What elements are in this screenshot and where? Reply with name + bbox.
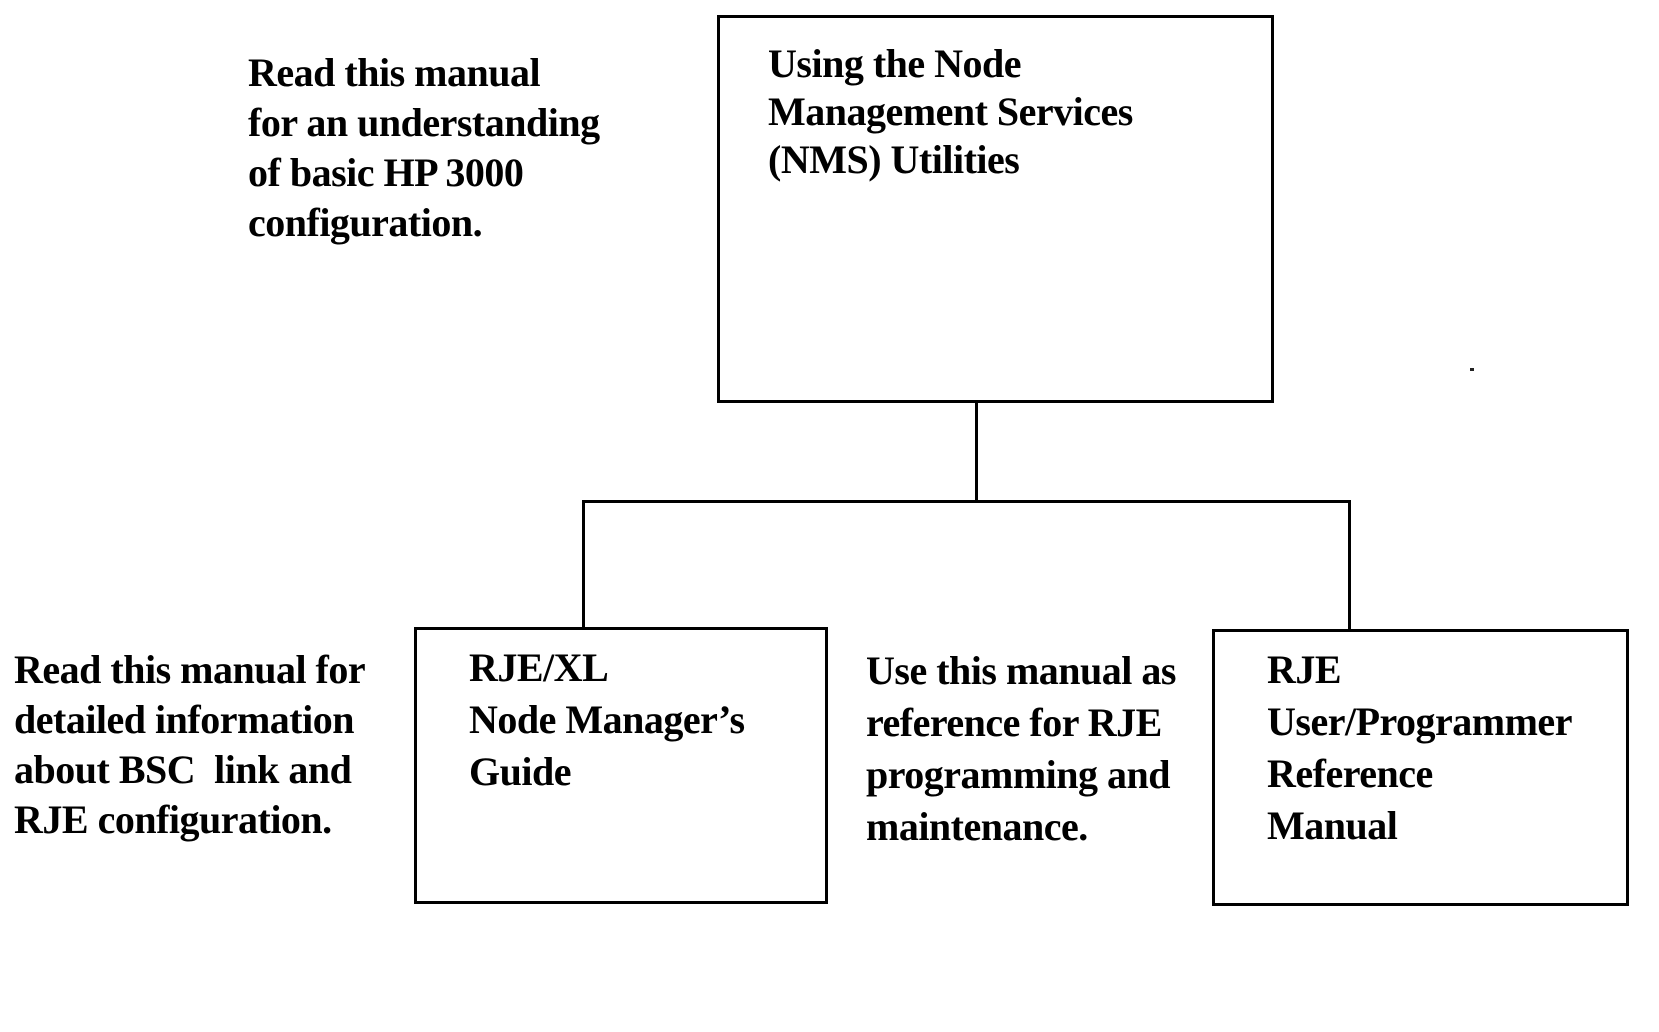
connector-horizontal-branch [582, 500, 1351, 503]
node-title: RJE User/Programmer Reference Manual [1267, 644, 1626, 852]
scan-artifact-dot [1470, 368, 1474, 371]
annotation-line: detailed information [14, 697, 354, 742]
node-title-line: Guide [469, 749, 571, 794]
connector-vertical-from-top-node [975, 403, 978, 503]
connector-vertical-to-right-node [1348, 500, 1351, 630]
node-title-line: User/Programmer [1267, 699, 1572, 744]
annotation-line: Read this manual for [14, 647, 366, 692]
node-title-line: Reference [1267, 751, 1433, 796]
annotation-line: configuration. [248, 200, 483, 245]
node-title-line: RJE [1267, 647, 1342, 692]
node-rje-xl-node-managers-guide: RJE/XL Node Manager’s Guide [414, 627, 828, 904]
node-title: RJE/XL Node Manager’s Guide [469, 642, 825, 798]
node-rje-user-programmer-reference: RJE User/Programmer Reference Manual [1212, 629, 1629, 906]
annotation-line: reference for RJE [866, 700, 1162, 745]
node-title-line: Node Manager’s [469, 697, 745, 742]
node-title-line: (NMS) Utilities [768, 137, 1020, 182]
annotation-basic-configuration: Read this manual for an understanding of… [248, 48, 600, 248]
annotation-line: programming and [866, 752, 1171, 797]
annotation-line: maintenance. [866, 804, 1088, 849]
connector-vertical-to-left-node [582, 500, 585, 628]
node-title-line: Using the Node [768, 41, 1022, 86]
annotation-line: about BSC link and [14, 747, 352, 792]
annotation-line: RJE configuration. [14, 797, 332, 842]
annotation-line: for an understanding [248, 100, 600, 145]
annotation-rje-programming-maintenance: Use this manual as reference for RJE pro… [866, 645, 1176, 853]
node-title-line: Management Services [768, 89, 1133, 134]
node-title: Using the Node Management Services (NMS)… [768, 40, 1271, 184]
annotation-line: Use this manual as [866, 648, 1176, 693]
annotation-line: of basic HP 3000 [248, 150, 524, 195]
annotation-line: Read this manual [248, 50, 541, 95]
annotation-bsc-rje-configuration: Read this manual for detailed informatio… [14, 645, 366, 845]
node-title-line: RJE/XL [469, 645, 609, 690]
node-nms-utilities-manual: Using the Node Management Services (NMS)… [717, 15, 1274, 403]
node-title-line: Manual [1267, 803, 1398, 848]
